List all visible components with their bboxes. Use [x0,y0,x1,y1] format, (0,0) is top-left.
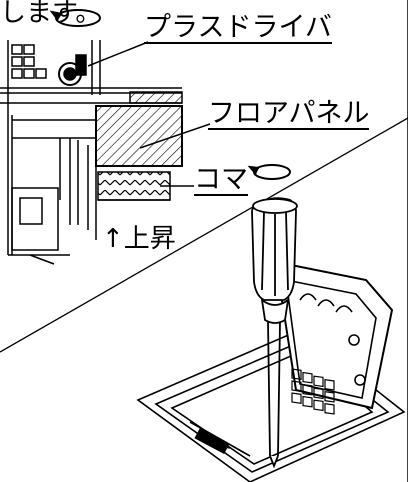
rotate-arrow-icon [252,164,292,182]
cross-section-detail [0,40,211,265]
rotate-arrow-koma [247,164,291,180]
label-floor-panel: フロアパネル [208,98,370,130]
screwdriver [251,197,298,469]
label-rise: ↑上昇 [102,224,176,254]
label-koma: コマ [194,164,248,196]
rotate-arrow-top [49,9,101,27]
header-text-fragment: します。 [0,0,102,28]
floor-outlet-illustration [136,197,406,482]
label-plus-driver: プラスドライバ [144,12,332,44]
rotate-arrow-icon [56,8,102,28]
divider-line [0,117,408,353]
